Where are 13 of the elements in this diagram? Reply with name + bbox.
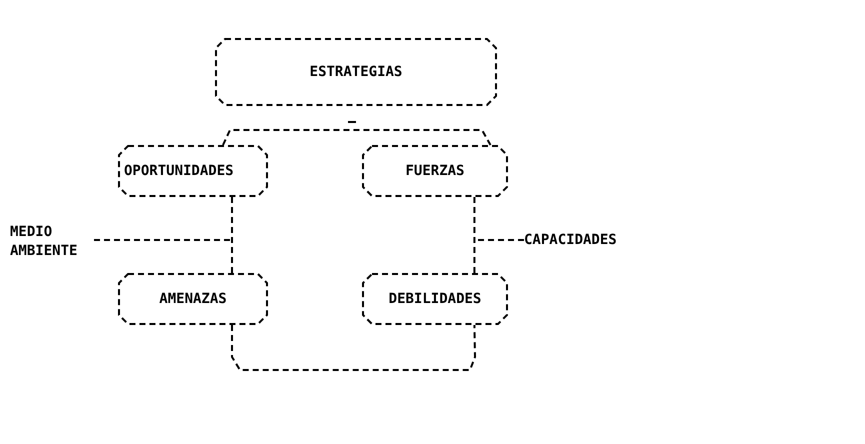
box-label: ESTRATEGIAS xyxy=(310,62,402,82)
box-label: AMENAZAS xyxy=(159,290,227,308)
connector xyxy=(231,197,233,273)
box-label: DEBILIDADES xyxy=(388,290,482,308)
connector xyxy=(473,197,476,273)
connector xyxy=(222,129,492,146)
side-label: CAPACIDADES xyxy=(524,230,617,250)
box-label: OPORTUNIDADES xyxy=(124,162,234,180)
box-label: FUERZAS xyxy=(405,162,464,180)
leader-line xyxy=(94,239,232,241)
connector xyxy=(231,324,476,371)
leader-line xyxy=(476,239,524,241)
side-label: MEDIO AMBIENTE xyxy=(10,223,78,261)
